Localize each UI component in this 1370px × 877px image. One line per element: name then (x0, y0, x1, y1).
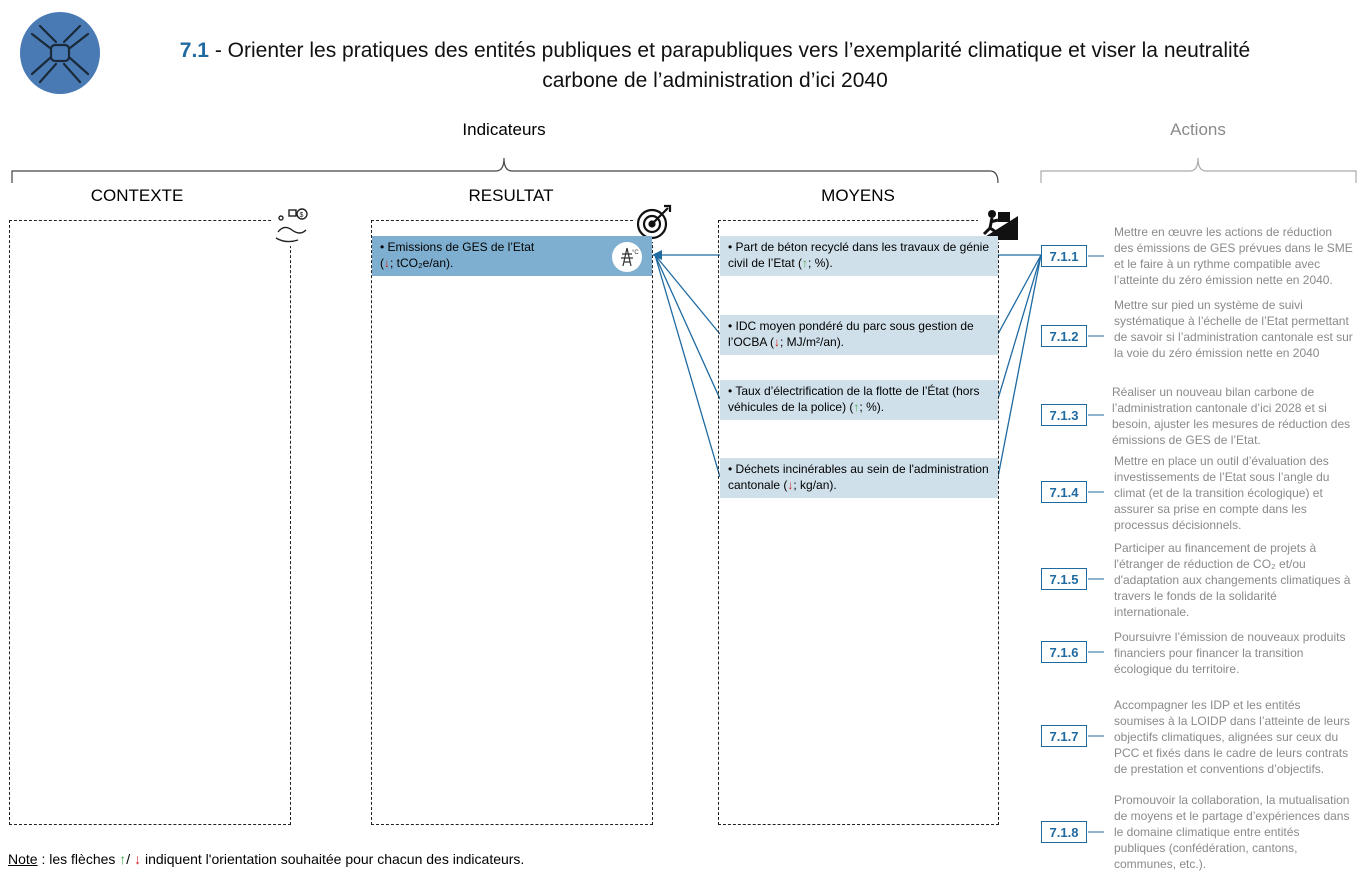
power-tower-icon: °C (612, 242, 642, 272)
note-text: : les flèches (37, 851, 120, 867)
action-id-7-1-1: 7.1.1 (1041, 245, 1087, 267)
down-arrow-icon: ↓ (774, 335, 781, 349)
resultat-box (371, 220, 653, 825)
down-arrow-icon: ↓ (134, 851, 142, 867)
finance-globe-icon: $ (272, 206, 312, 246)
action-text-7-1-5: Participer au financement de projets à l… (1114, 541, 1351, 619)
svg-text:°C: °C (632, 250, 639, 256)
page-title: 7.1 - Orienter les pratiques des entités… (150, 36, 1280, 96)
action-id-7-1-3: 7.1.3 (1041, 404, 1087, 426)
up-arrow-icon: ↑ (802, 256, 809, 270)
resultat-heading: RESULTAT (468, 186, 554, 205)
svg-text:$: $ (300, 212, 304, 219)
moyens-indicator-4: • Déchets incinérables au sein de l'admi… (720, 458, 998, 498)
moyens-indicator-1: • Part de béton recyclé dans les travaux… (720, 236, 998, 276)
indicator-text: • Déchets incinérables au sein de l'admi… (728, 462, 989, 492)
action-id-7-1-6: 7.1.6 (1041, 641, 1087, 663)
objective-number: 7.1 (179, 39, 209, 62)
actions-heading: Actions (1170, 120, 1226, 139)
indicator-paren: ( (380, 256, 384, 270)
hands-logo-icon (20, 12, 100, 94)
action-text-7-1-7: Accompagner les IDP et les entités soumi… (1114, 698, 1350, 776)
note-text-end: indiquent l'orientation souhaitée pour c… (141, 851, 525, 867)
target-icon (634, 202, 674, 242)
indicator-text: • IDC moyen pondéré du parc sous gestion… (728, 319, 974, 349)
contexte-box (9, 220, 291, 825)
down-arrow-icon: ↓ (787, 478, 794, 492)
indicator-unit: ; tCO₂e/an). (390, 256, 454, 270)
indicator-unit: ; %). (808, 256, 833, 270)
up-arrow-icon: ↑ (853, 400, 860, 414)
moyens-box (718, 220, 999, 825)
resultat-indicator: • Emissions de GES de l’Etat (↓; tCO₂e/a… (372, 236, 652, 276)
objective-title: - Orienter les pratiques des entités pub… (209, 39, 1251, 92)
action-text-7-1-2: Mettre sur pied un système de suivi syst… (1114, 298, 1353, 360)
action-text-7-1-1: Mettre en œuvre les actions de réduction… (1114, 225, 1353, 287)
down-arrow-icon: ↓ (384, 256, 390, 270)
note-label: Note (8, 851, 38, 867)
moyens-heading: MOYENS (821, 186, 895, 205)
action-id-7-1-8: 7.1.8 (1041, 821, 1087, 843)
action-text-7-1-8: Promouvoir la collaboration, la mutualis… (1114, 793, 1350, 871)
moyens-indicator-2: • IDC moyen pondéré du parc sous gestion… (720, 315, 998, 355)
footnote: Note : les flèches ↑/ ↓ indiquent l'orie… (8, 851, 524, 867)
indicator-unit: ; %). (859, 400, 885, 414)
indicator-text: • Taux d’électrification de la flotte de… (728, 384, 980, 414)
action-text-7-1-3: Réaliser un nouveau bilan carbone de l’a… (1112, 385, 1351, 447)
up-arrow-icon: ↑ (119, 851, 127, 867)
action-text-7-1-6: Poursuivre l’émission de nouveaux produi… (1114, 630, 1346, 676)
action-id-7-1-2: 7.1.2 (1041, 325, 1087, 347)
action-id-7-1-4: 7.1.4 (1041, 481, 1087, 503)
action-text-7-1-4: Mettre en place un outil d’évaluation de… (1114, 454, 1330, 532)
note-separator: / (126, 851, 135, 867)
indicator-unit: ; MJ/m²/an). (780, 335, 845, 349)
indicator-text: • Part de béton recyclé dans les travaux… (728, 240, 990, 270)
indicateurs-heading: Indicateurs (462, 120, 546, 139)
moyens-indicator-3: • Taux d’électrification de la flotte de… (720, 380, 998, 420)
indicator-text: • Emissions de GES de l’Etat (380, 240, 535, 254)
contexte-heading: CONTEXTE (90, 186, 184, 205)
action-id-7-1-7: 7.1.7 (1041, 725, 1087, 747)
action-id-7-1-5: 7.1.5 (1041, 568, 1087, 590)
indicator-unit: ; kg/an). (793, 478, 837, 492)
